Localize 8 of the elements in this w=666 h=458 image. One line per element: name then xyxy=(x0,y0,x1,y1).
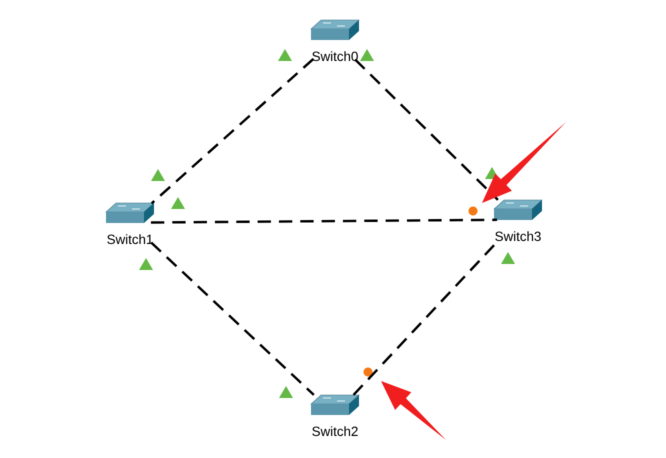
node-label: Switch0 xyxy=(312,51,358,62)
link-line xyxy=(150,218,498,224)
node-label: Switch3 xyxy=(495,231,541,242)
node-label: Switch1 xyxy=(107,234,153,244)
link-line xyxy=(354,58,499,201)
node-label: Switch2 xyxy=(312,426,358,436)
link-line xyxy=(150,242,315,396)
link-line xyxy=(150,58,314,204)
